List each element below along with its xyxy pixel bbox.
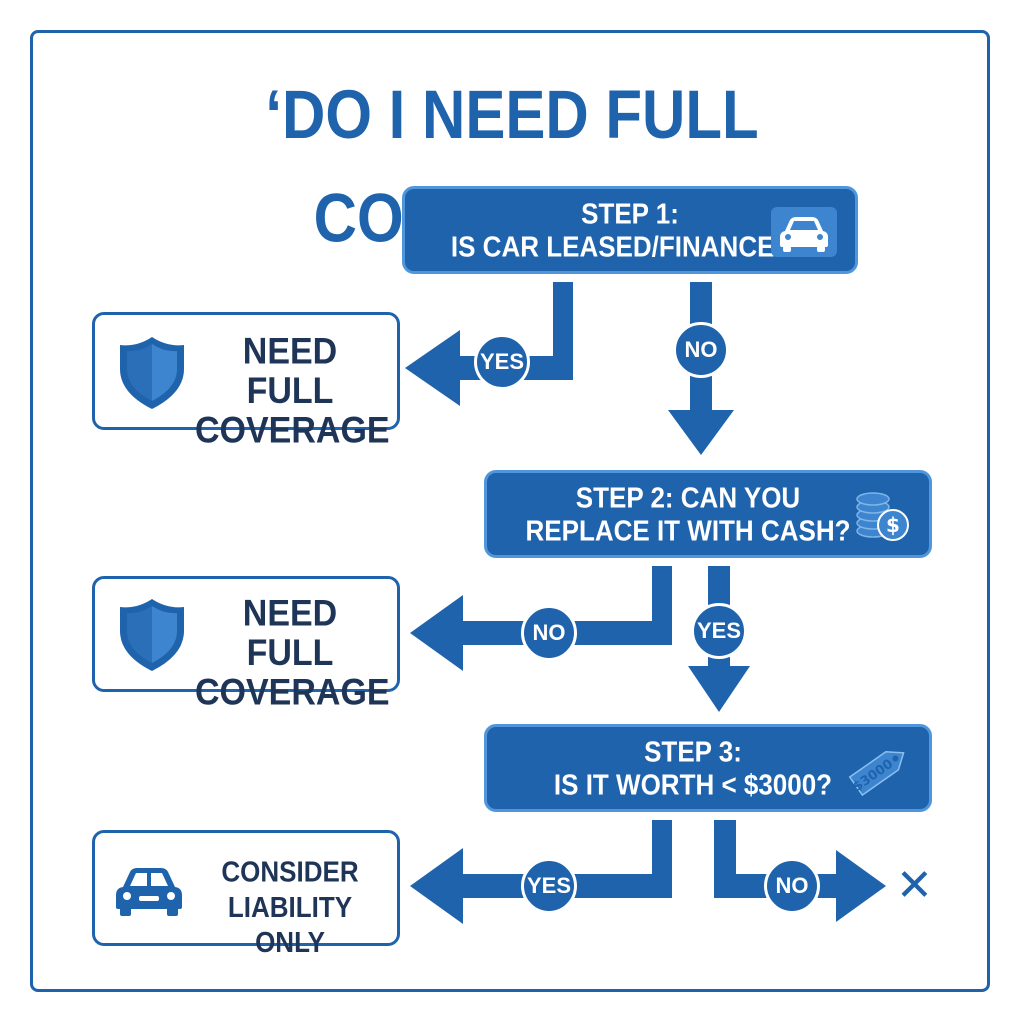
arrowhead-step3-yes [410,848,463,924]
result-2-text: NEED FULL COVERAGE [195,592,390,714]
arrowhead-step1-yes [405,330,460,406]
step-3-text: STEP 3: IS IT WORTH < $3000? [554,735,832,801]
step-1-line-2: IS CAR LEASED/FINANCED? [450,230,810,263]
end-x-icon: ✕ [896,861,933,910]
price-tag-icon: $3000 [848,751,905,797]
step-3-box: STEP 3: IS IT WORTH < $3000? $3000 [484,724,932,812]
step-3-line-1: STEP 3: [644,735,742,768]
arrowhead-step2-yes [688,666,750,712]
result-2-line-1: NEED FULL [242,592,338,674]
step-1-text: STEP 1: IS CAR LEASED/FINANCED? [451,197,809,263]
branch-step3-no: NO [764,858,820,914]
step-2-line-2: REPLACE IT WITH CASH? [525,514,851,547]
result-2-line-2: COVERAGE [195,671,390,714]
branch-step2-no: NO [521,605,577,661]
car-icon [771,207,837,257]
result-1-box: NEED FULL COVERAGE [92,312,400,450]
result-3-line-2: LIABILITY ONLY [227,890,353,959]
result-3-box: CONSIDER LIABILITY ONLY [92,830,400,959]
result-3-text: CONSIDER LIABILITY ONLY [191,854,389,960]
arrowhead-step2-no [410,595,463,671]
result-1-line-2: COVERAGE [195,409,390,452]
branch-step1-yes: YES [474,334,530,390]
result-1-line-1: NEED FULL [242,330,338,412]
step-2-line-1: STEP 2: CAN YOU [575,481,801,514]
step-1-line-1: STEP 1: [581,197,679,230]
svg-text:$: $ [886,513,900,537]
shield-icon [120,337,184,409]
arrowhead-step3-no [836,850,886,922]
result-3-line-1: CONSIDER [221,855,359,889]
step-1-box: STEP 1: IS CAR LEASED/FINANCED? [402,186,858,274]
car-icon [116,868,182,916]
shield-icon [120,599,184,671]
result-2-box: NEED FULL COVERAGE [92,576,400,712]
result-1-text: NEED FULL COVERAGE [195,330,390,452]
step-2-text: STEP 2: CAN YOU REPLACE IT WITH CASH? [526,481,851,547]
branch-step3-yes: YES [521,858,577,914]
connector-step1-yes-down [553,282,573,380]
diagram-frame [30,30,990,992]
coins-dollar-icon: $ [856,492,909,541]
step-2-box: STEP 2: CAN YOU REPLACE IT WITH CASH? $ [484,470,932,558]
branch-step1-no: NO [673,322,729,378]
arrowhead-step1-no [668,410,734,455]
branch-step2-yes: YES [691,603,747,659]
step-3-line-2: IS IT WORTH < $3000? [553,768,833,801]
